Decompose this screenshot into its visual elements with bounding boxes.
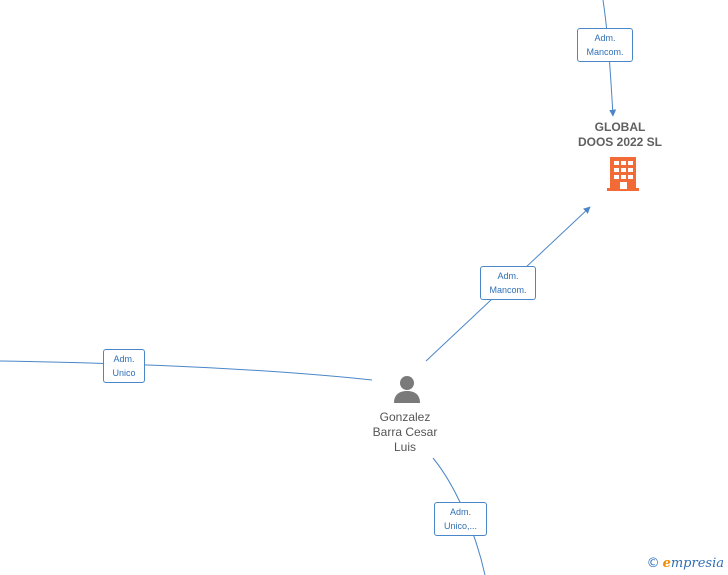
person-name[interactable]: Gonzalez Barra Cesar Luis — [355, 410, 455, 455]
edge-label-bottom[interactable]: Adm. Unico,... — [434, 502, 487, 536]
edge-label-person-company[interactable]: Adm. Mancom. — [480, 266, 536, 300]
person-name-line1: Gonzalez — [379, 410, 431, 424]
company-name-line1: GLOBAL — [594, 120, 646, 134]
brand-rest: mpresia — [670, 556, 724, 571]
person-name-line2: Barra Cesar — [372, 425, 438, 439]
edge-left-to-person — [0, 360, 373, 381]
company-name-line2: DOOS 2022 SL — [577, 135, 663, 149]
brand-logo: ©empresia — [647, 556, 724, 571]
building-icon[interactable] — [607, 157, 639, 191]
person-name-line3: Luis — [393, 440, 416, 454]
copyright-icon: © — [646, 556, 660, 571]
edge-label-left[interactable]: Adm. Unico — [103, 349, 145, 383]
person-icon[interactable] — [393, 375, 421, 403]
company-name[interactable]: GLOBAL DOOS 2022 SL — [560, 120, 680, 150]
edge-label-top[interactable]: Adm. Mancom. — [577, 28, 633, 62]
brand-e: e — [662, 556, 671, 571]
